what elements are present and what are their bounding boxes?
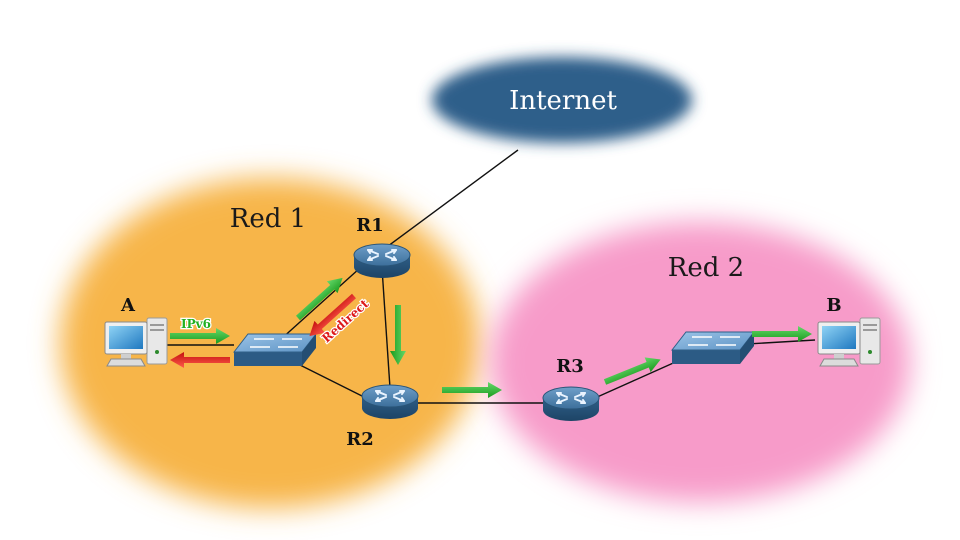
router-r1-label: R1 (356, 215, 383, 236)
host-a-label: A (120, 295, 136, 316)
internet-label: Internet (509, 86, 617, 116)
host-b-label: B (826, 295, 841, 316)
host-a (104, 317, 168, 367)
link-switch-r1 (279, 267, 361, 341)
ipv6-label: IPv6 (181, 317, 211, 331)
link-switch-r2 (289, 359, 371, 401)
host-b (817, 317, 881, 367)
switch-red2 (671, 331, 755, 365)
router-r2 (361, 384, 419, 420)
router-r3-label: R3 (556, 356, 583, 377)
link-r3-switch2 (594, 359, 681, 399)
router-r1 (353, 243, 411, 279)
network-red1-label: Red 1 (230, 204, 306, 234)
router-r3 (542, 386, 600, 422)
router-r2-label: R2 (346, 429, 373, 450)
link-r1-internet (379, 149, 519, 253)
link-r1-r2 (381, 267, 391, 389)
internet-cloud (432, 57, 692, 143)
switch-red1 (233, 333, 317, 367)
network-red2-label: Red 2 (668, 253, 744, 283)
